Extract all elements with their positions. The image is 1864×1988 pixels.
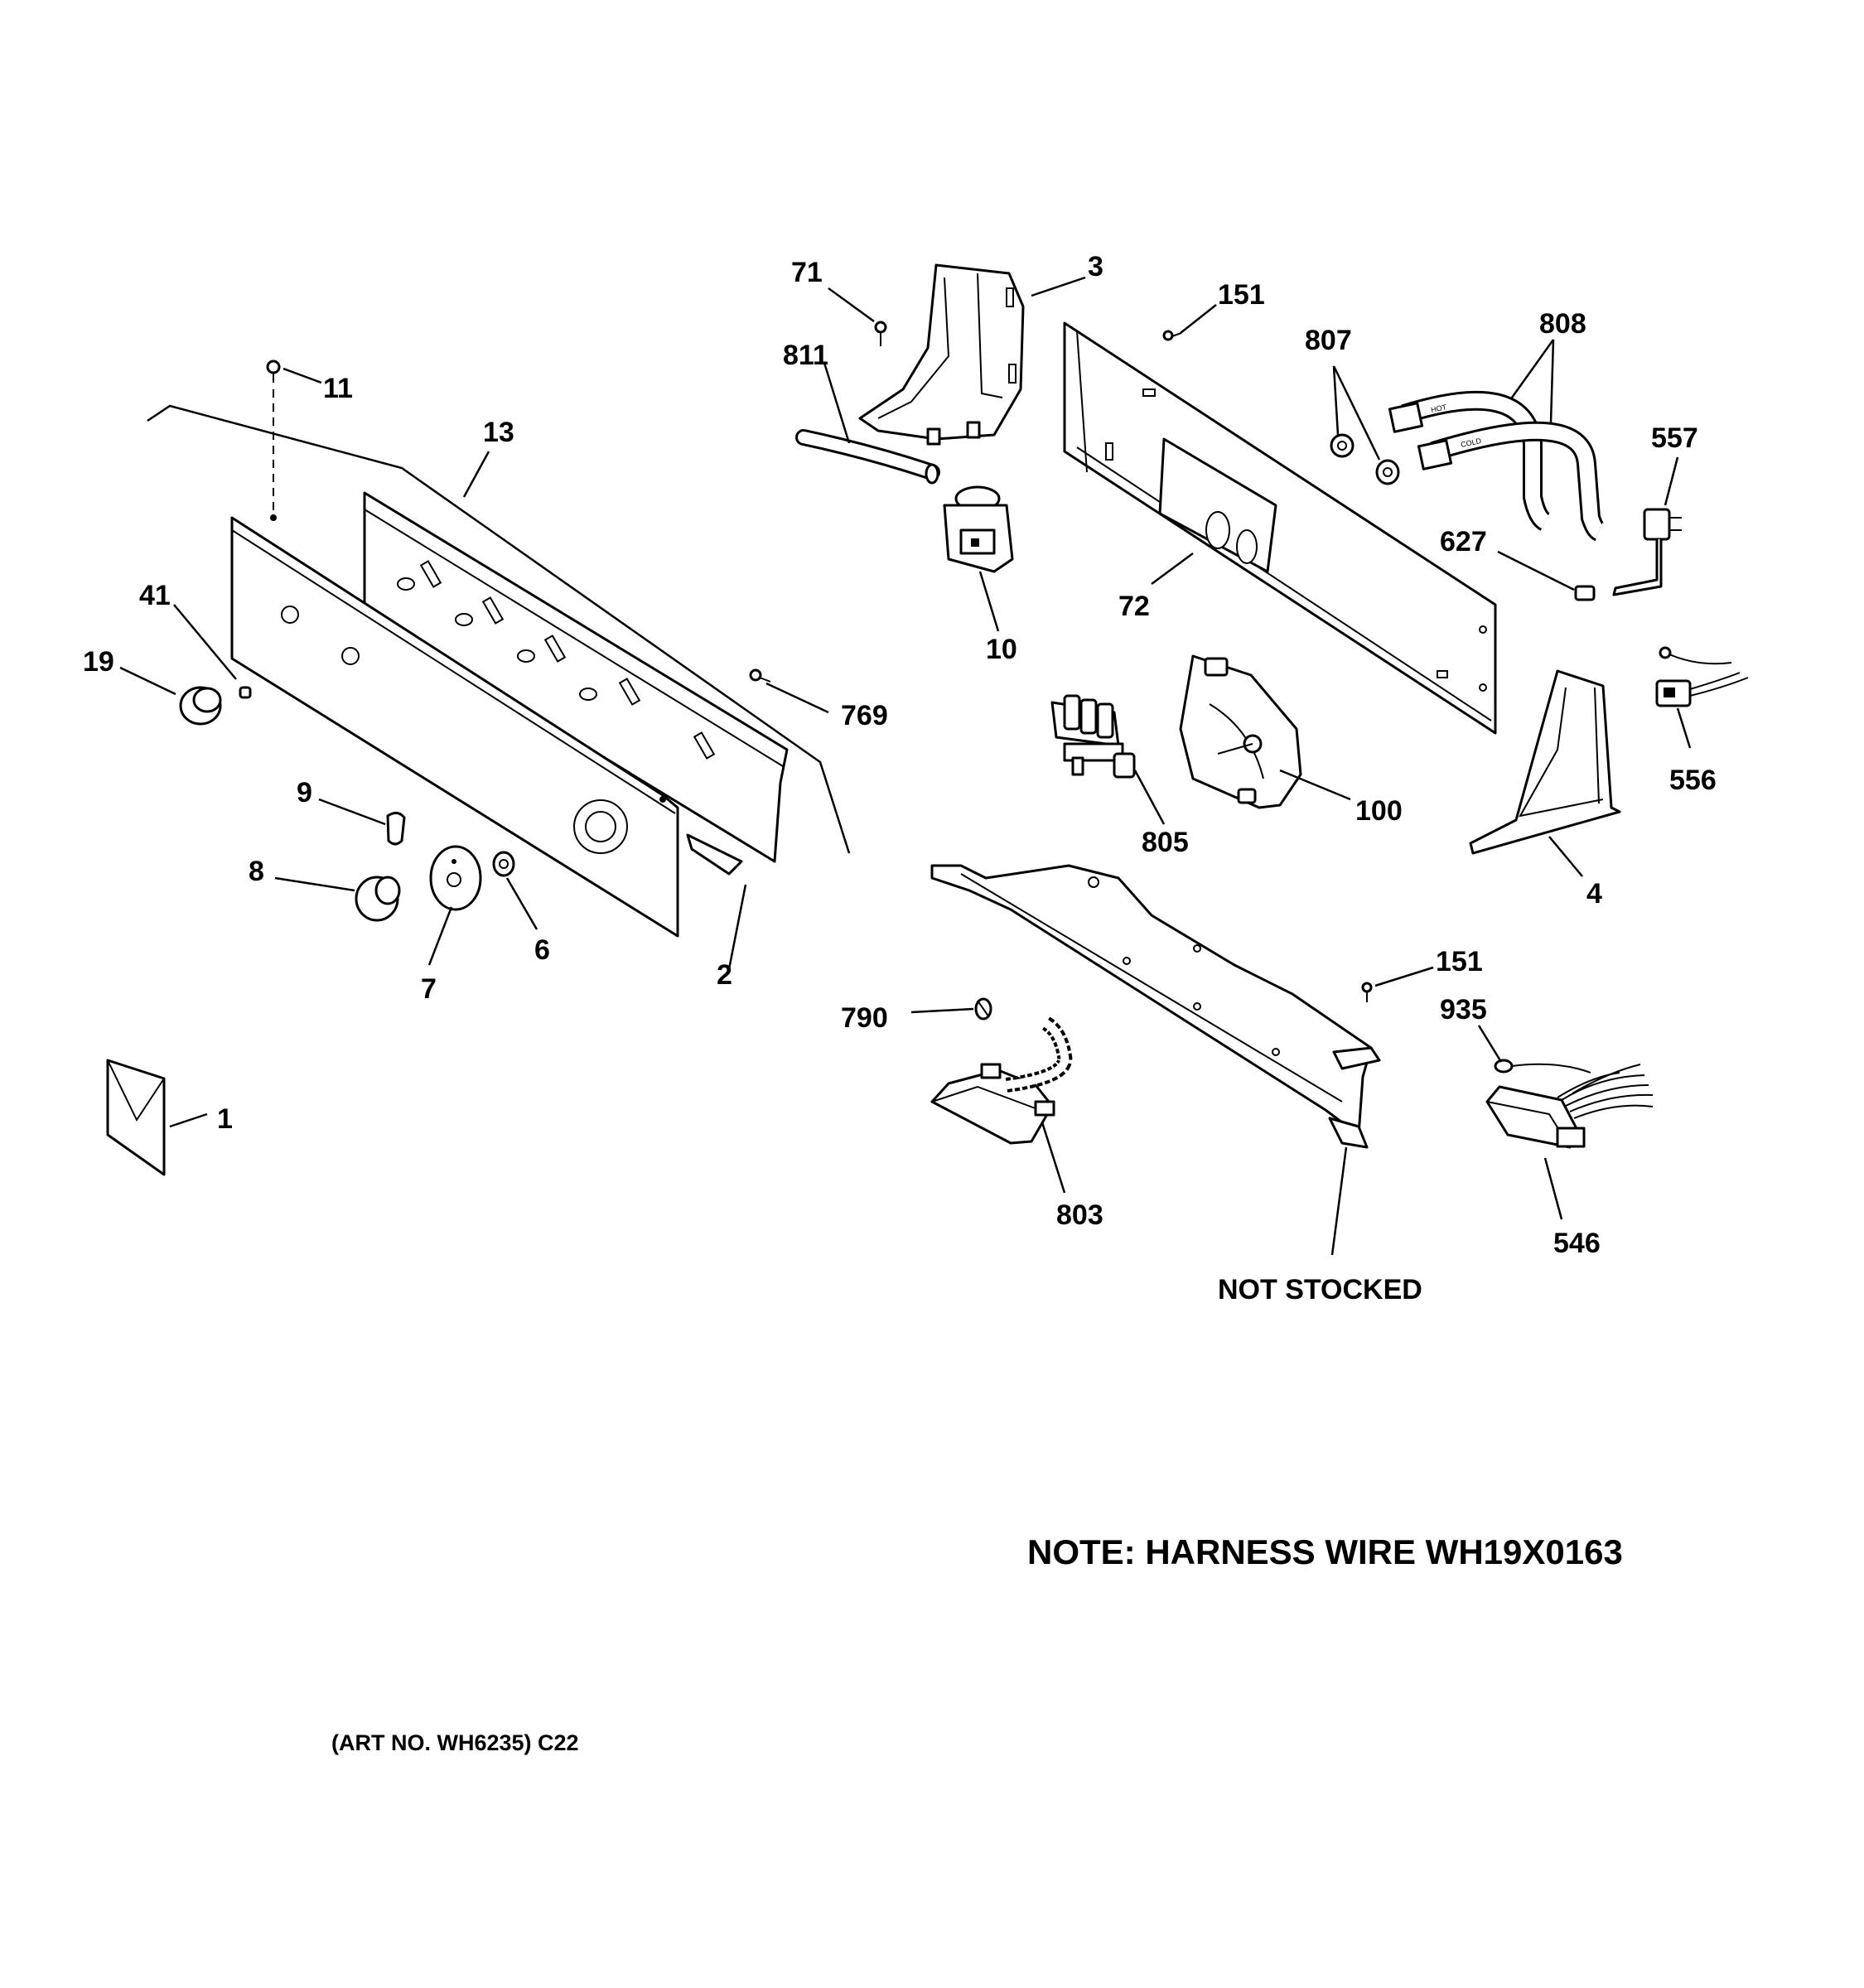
part-805-water-valve <box>1050 694 1136 779</box>
part-11-screw <box>266 359 281 514</box>
art-number: (ART NO. WH6235) C22 <box>331 1730 579 1755</box>
label-811: 811 <box>783 340 828 371</box>
part-627-plug <box>1574 585 1596 601</box>
part-10-pressure-switch <box>943 485 1014 573</box>
hose-hot-label: HOT <box>1430 403 1447 414</box>
label-803: 803 <box>1056 1199 1103 1231</box>
part-808-fill-hoses: HOT COLD <box>1388 390 1605 542</box>
label-71: 71 <box>791 257 823 288</box>
label-19: 19 <box>83 646 114 678</box>
part-546-wire-harness <box>1485 1064 1654 1149</box>
label-151-bottom: 151 <box>1436 946 1483 977</box>
part-4-end-cap <box>1469 669 1621 855</box>
part-556-connector <box>1655 646 1749 707</box>
leader-lines <box>119 276 1692 1256</box>
label-807: 807 <box>1305 325 1352 356</box>
part-811-hose <box>795 429 940 485</box>
label-11: 11 <box>323 373 353 404</box>
note-harness-wire: NOTE: HARNESS WIRE WH19X0163 <box>1027 1532 1623 1571</box>
label-8: 8 <box>249 856 264 887</box>
part-100-timer <box>1179 654 1302 809</box>
base-panel-not-stocked <box>930 864 1381 1149</box>
part-8-knob <box>355 876 401 922</box>
label-9: 9 <box>297 777 312 808</box>
part-number-labels: 11 13 41 19 9 8 7 6 2 769 1 71 811 10 3 … <box>83 251 1717 1305</box>
part-9-clip <box>386 812 406 846</box>
label-808: 808 <box>1539 308 1586 340</box>
part-151-screw-bottom <box>1361 982 1373 1002</box>
part-41-spring-clip <box>239 686 252 699</box>
part-7-dial <box>429 845 482 911</box>
part-935-wire <box>1494 1059 1591 1074</box>
part-3-end-cap <box>858 263 1025 446</box>
label-3: 3 <box>1088 251 1103 282</box>
label-557: 557 <box>1651 422 1698 454</box>
control-panel-group <box>147 359 851 938</box>
part-71-screw <box>874 321 887 346</box>
part-19-knob <box>179 686 222 726</box>
label-805: 805 <box>1142 827 1189 858</box>
label-1: 1 <box>217 1103 233 1135</box>
label-790: 790 <box>841 1002 888 1034</box>
part-1-literature-envelope <box>106 1059 166 1176</box>
part-769-screw <box>749 668 771 683</box>
part-790-clamp <box>974 997 992 1021</box>
label-546: 546 <box>1553 1228 1601 1259</box>
part-557-switch <box>1612 508 1682 596</box>
label-7: 7 <box>421 973 437 1005</box>
label-72: 72 <box>1118 591 1150 622</box>
label-151-top: 151 <box>1218 279 1265 311</box>
part-13-control-panel <box>230 514 679 938</box>
label-6: 6 <box>534 934 550 966</box>
part-6-nut <box>492 851 515 877</box>
part-807-washers <box>1330 433 1400 485</box>
label-2: 2 <box>717 959 732 991</box>
label-not-stocked: NOT STOCKED <box>1218 1274 1422 1305</box>
label-4: 4 <box>1586 878 1602 910</box>
part-803-dispenser <box>930 1016 1073 1145</box>
part-151-screw-top <box>1162 330 1182 341</box>
label-556: 556 <box>1669 765 1717 796</box>
label-13: 13 <box>483 417 514 448</box>
label-769: 769 <box>841 700 888 731</box>
label-41: 41 <box>139 580 171 611</box>
label-627: 627 <box>1440 526 1487 557</box>
part-72-rear-panel <box>1063 321 1497 735</box>
label-935: 935 <box>1440 994 1487 1025</box>
label-10: 10 <box>986 634 1017 665</box>
part-2-backsplash-bracket <box>363 491 789 876</box>
label-100: 100 <box>1355 795 1403 827</box>
